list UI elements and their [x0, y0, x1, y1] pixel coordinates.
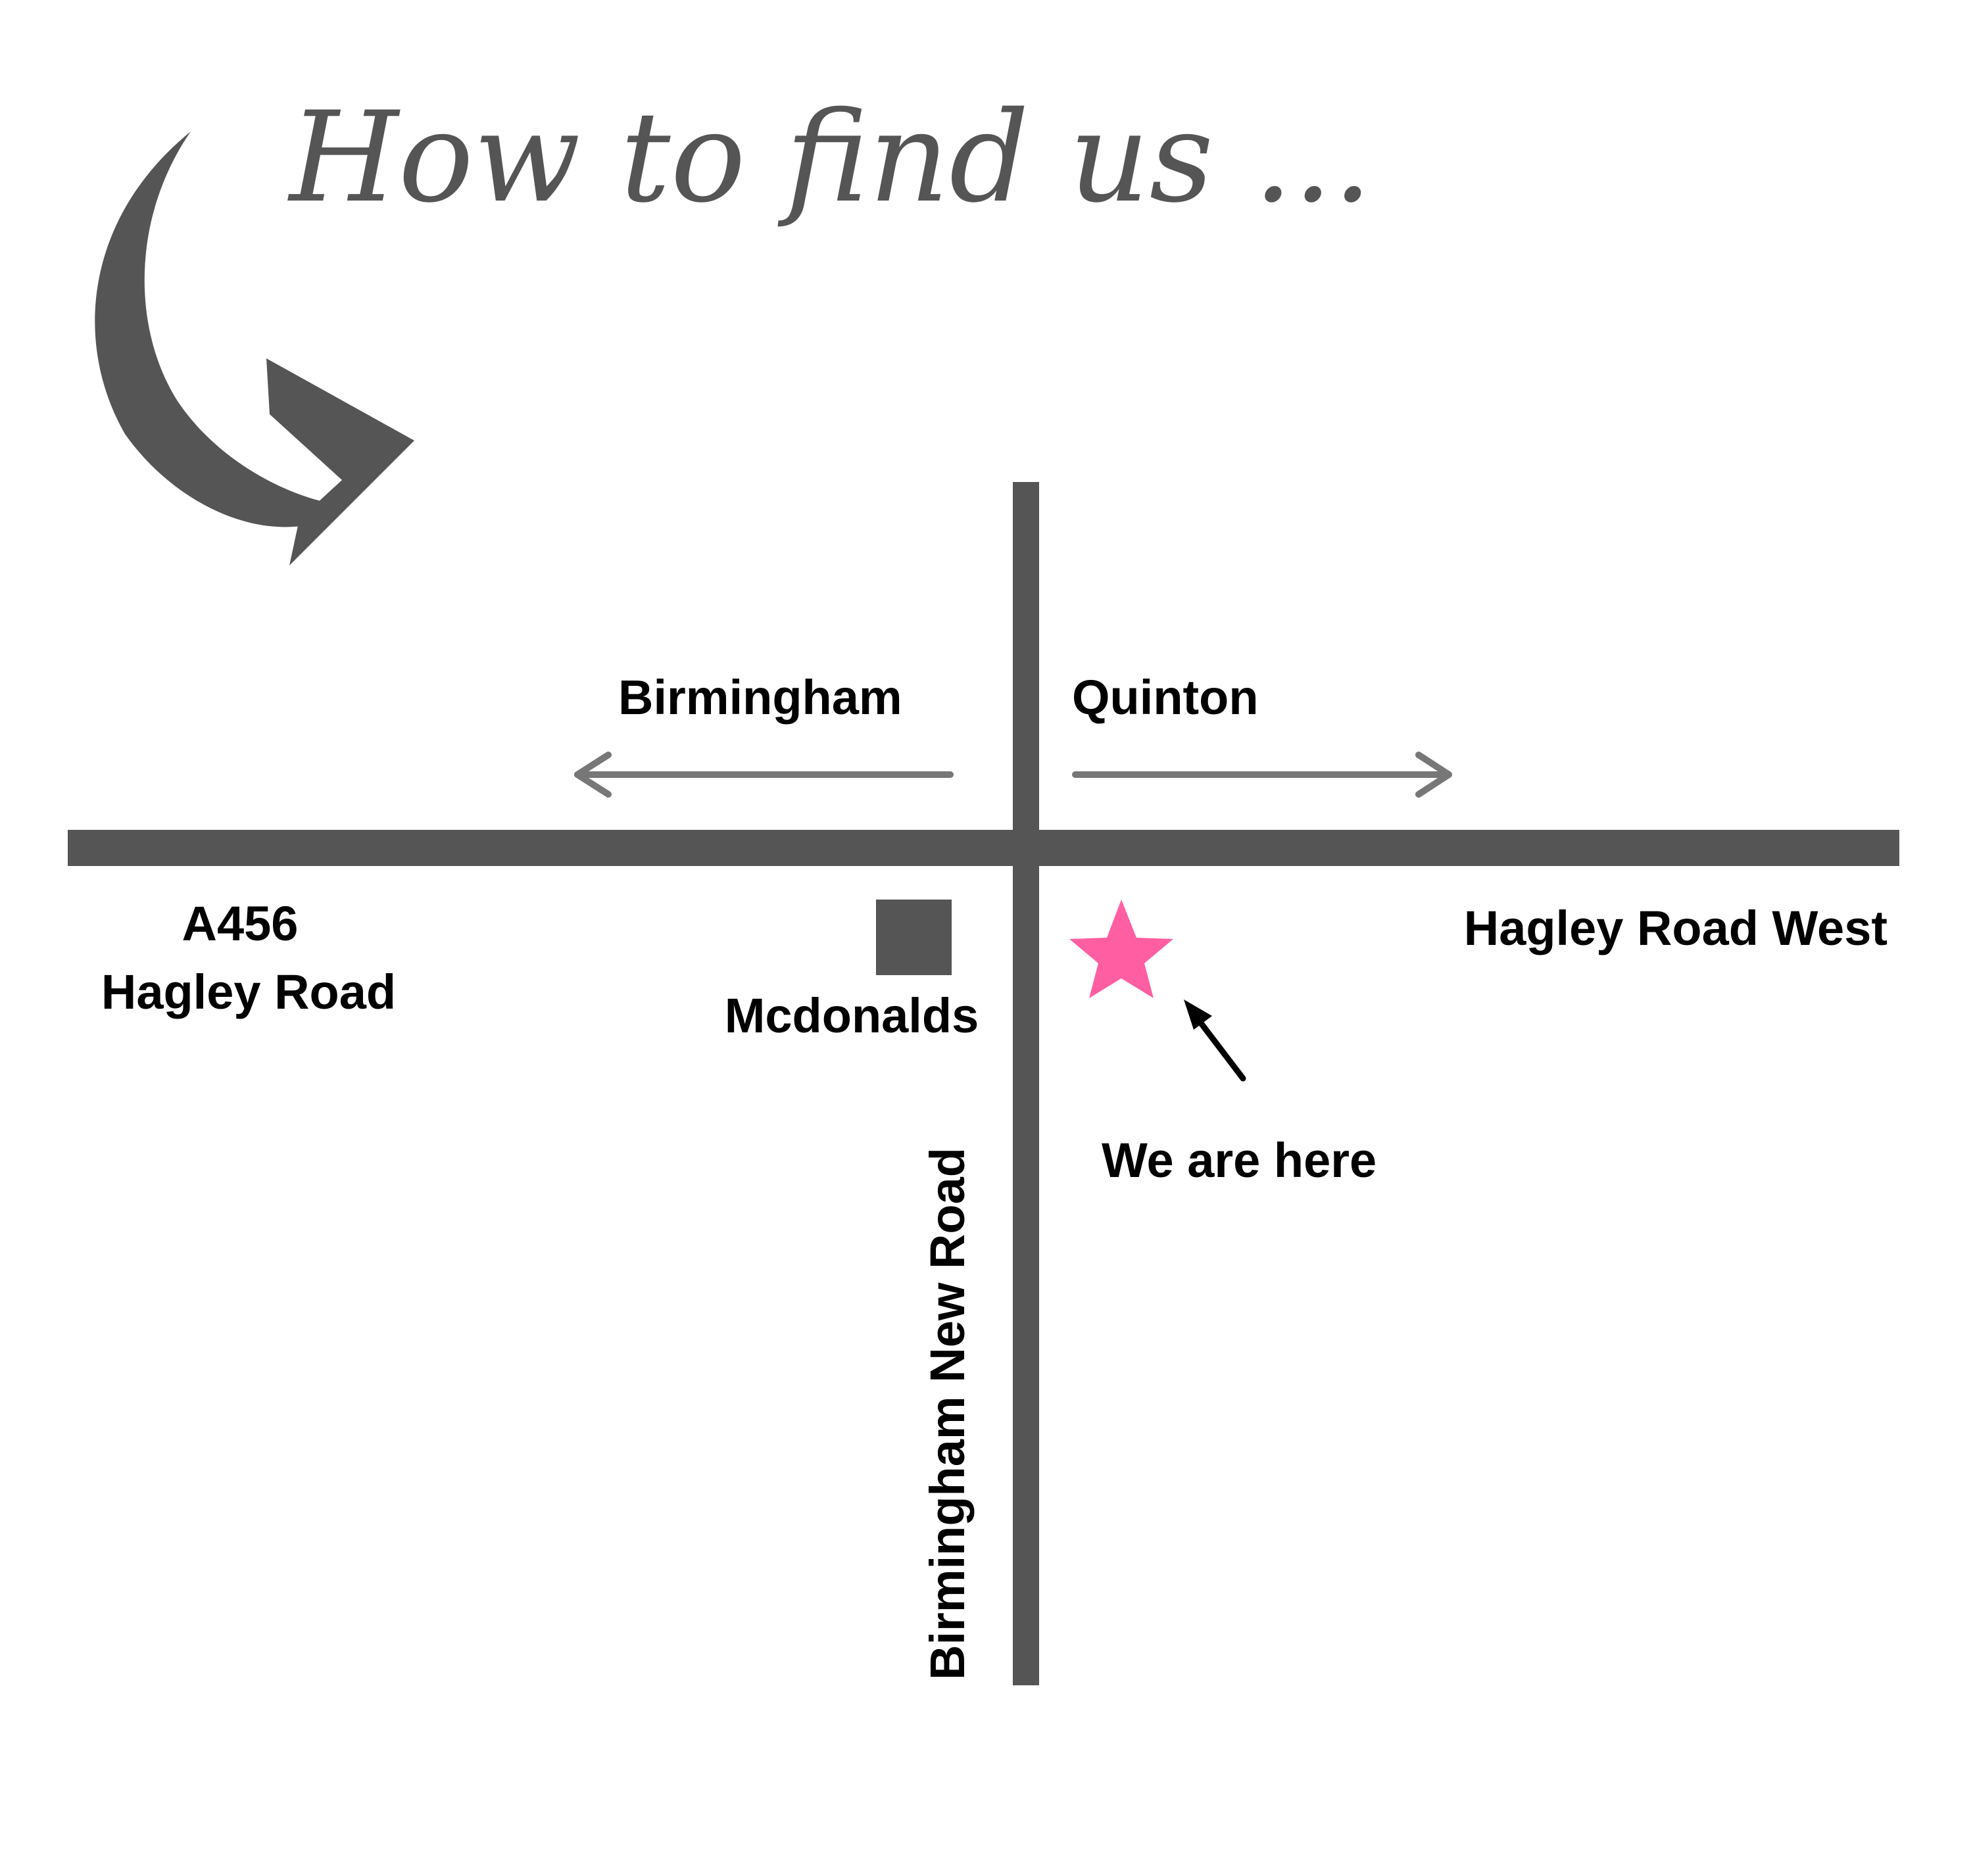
road-west-label: Hagley Road	[101, 965, 396, 1019]
direction-west-label: Birmingham	[618, 670, 902, 725]
road-north-south-label: Birmingham New Road	[920, 1147, 975, 1680]
road-number-label: A456	[182, 896, 299, 951]
road-east-label: Hagley Road West	[1464, 901, 1888, 955]
road-north-south	[1013, 482, 1039, 1685]
location-label: We are here	[1102, 1133, 1376, 1188]
direction-east-label: Quinton	[1072, 670, 1259, 725]
star-icon	[1069, 900, 1173, 998]
landmark-marker	[876, 900, 952, 975]
pointer-arrow-icon	[1184, 999, 1246, 1082]
page-title: How to find us ...	[287, 85, 1373, 230]
direction-arrow-east	[1072, 752, 1452, 798]
road-east-west	[68, 830, 1899, 866]
curved-arrow-icon	[95, 132, 414, 565]
direction-arrow-west	[574, 752, 954, 798]
landmark-label: Mcdonalds	[725, 988, 979, 1043]
